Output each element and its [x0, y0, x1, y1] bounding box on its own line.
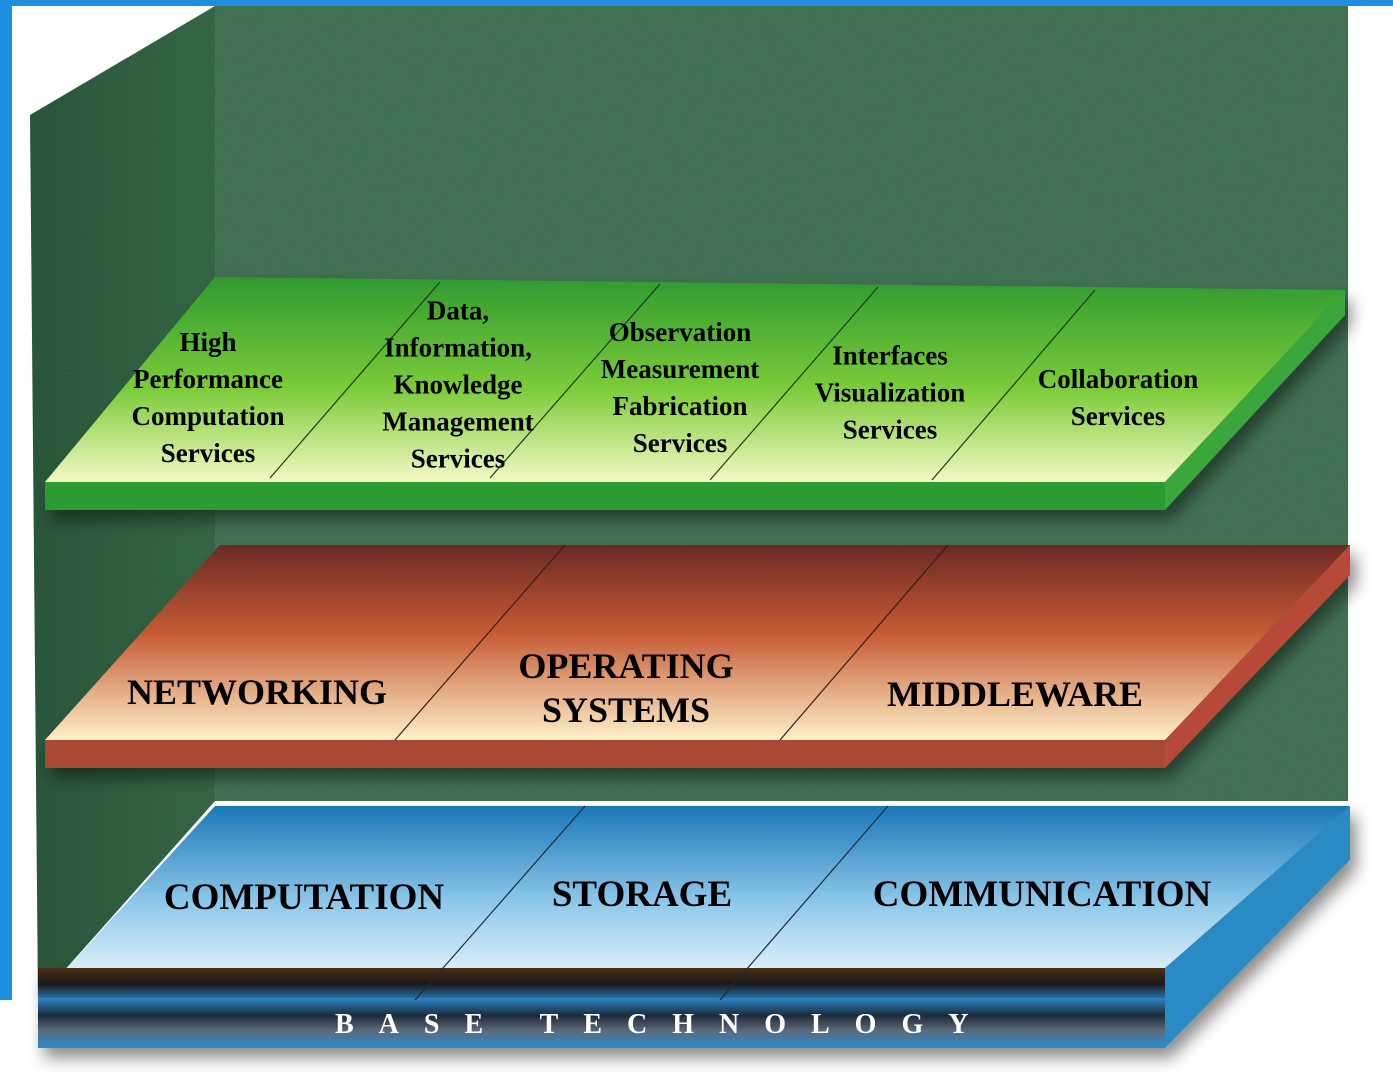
bottom-label-computation: COMPUTATION [163, 877, 445, 918]
middle-layer-slab [45, 544, 1350, 768]
service-label-collaboration: Collaboration Services [1037, 364, 1199, 431]
middle-label-networking: NETWORKING [126, 672, 388, 712]
bottom-label-storage: STORAGE [551, 874, 733, 915]
service-label-data-information-knowledge: Data, Information, Knowledge Management … [382, 295, 534, 474]
slide-frame-top [0, 0, 1393, 6]
base-technology-label: BASE TECHNOLOGY [335, 1009, 994, 1040]
bottom-label-communication: COMMUNICATION [872, 874, 1212, 915]
middle-label-middleware: MIDDLEWARE [886, 674, 1144, 714]
service-label-high-performance-computation: High Performance Computation Services [131, 327, 285, 468]
slide-frame-left [0, 0, 12, 1000]
top-layer-slab [45, 277, 1345, 510]
service-label-interfaces-visualization: Interfaces Visualization Services [814, 340, 966, 445]
bottom-layer-slab [38, 805, 1350, 1048]
middle-label-operating-systems: OPERATING SYSTEMS [518, 646, 734, 730]
service-label-observation-measurement: Observation Measurement Fabrication Serv… [600, 317, 760, 458]
